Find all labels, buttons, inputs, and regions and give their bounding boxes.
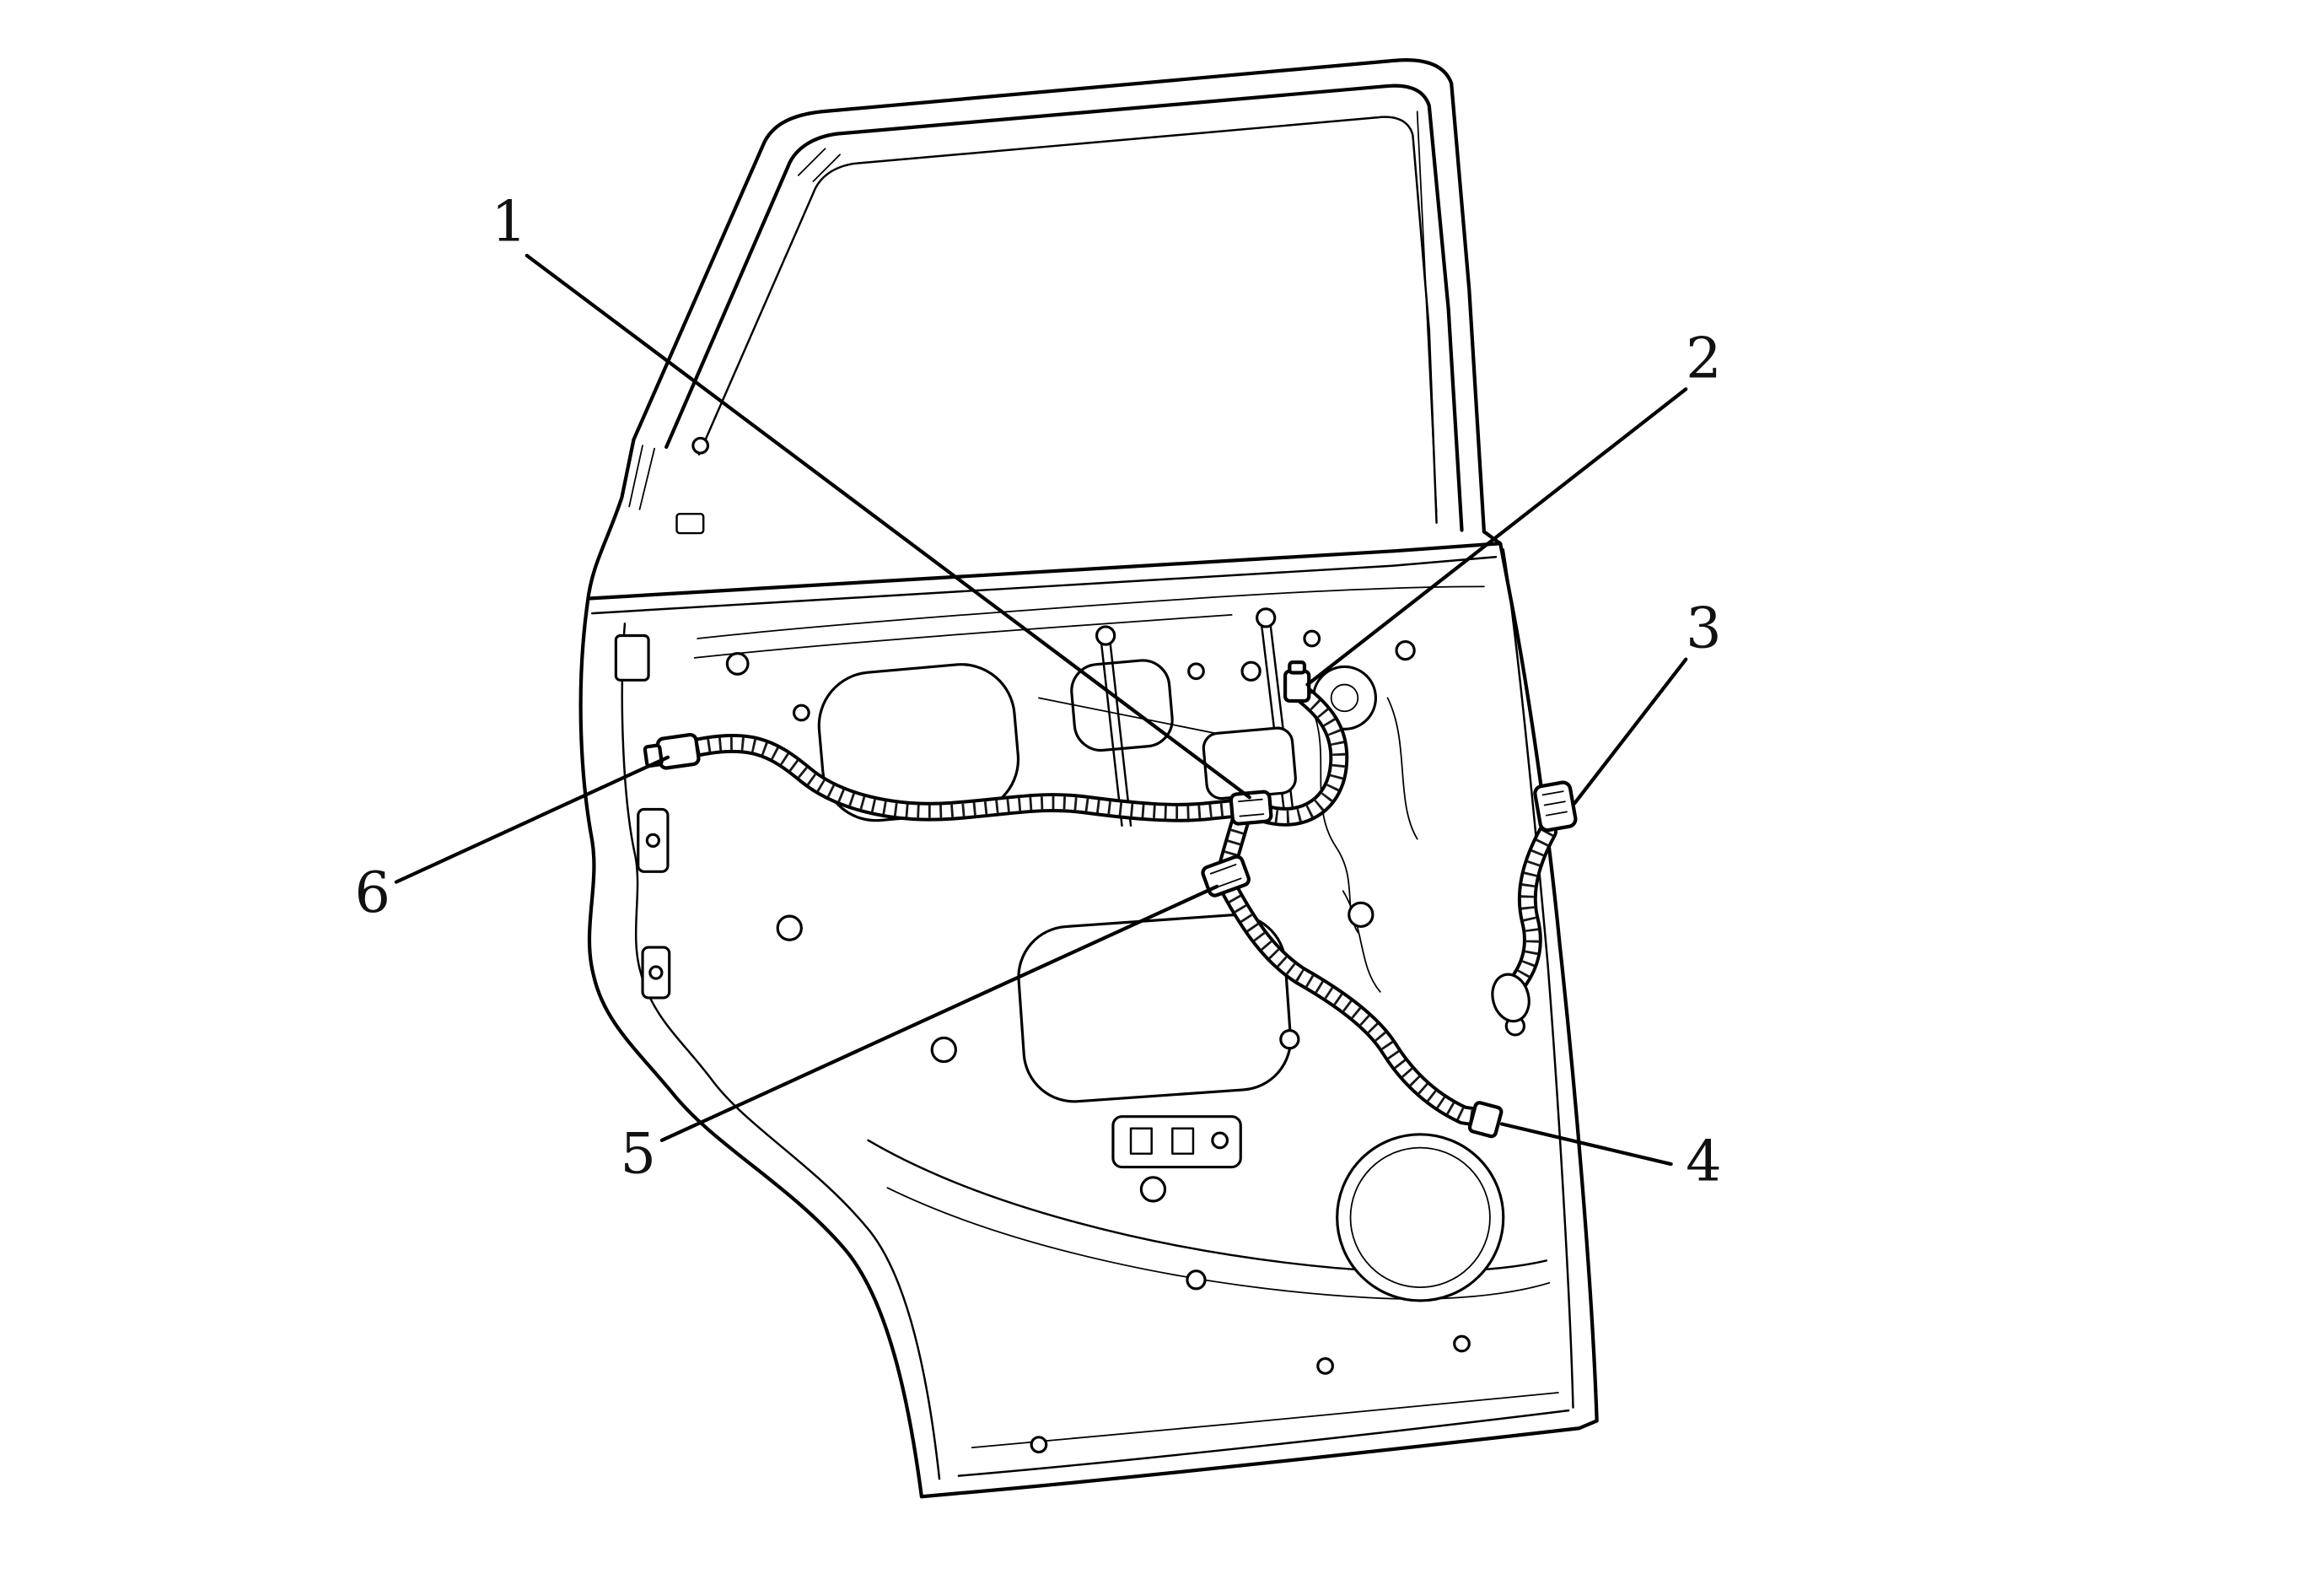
callout-5: 5 [620, 884, 1219, 1187]
frame-bolt-hole [691, 436, 710, 455]
regulator-plate [1202, 726, 1297, 800]
callout-label-3: 3 [1686, 596, 1722, 661]
callout-label-4: 4 [1686, 1128, 1722, 1194]
inner-panel-details [614, 585, 1551, 1454]
harness-lower-branch [1218, 878, 1494, 1128]
door-body [578, 438, 1599, 1499]
leader-line-4 [1499, 1122, 1673, 1167]
callout-label-2: 2 [1686, 325, 1722, 391]
callout-2: 2 [1305, 325, 1722, 687]
leader-line-6 [394, 755, 670, 884]
connector-1 [1229, 790, 1273, 826]
connector-3 [1533, 780, 1578, 833]
harness-upper-branch [1254, 682, 1349, 827]
connectors [643, 660, 1578, 1139]
callout-6: 6 [354, 755, 670, 925]
leader-line-1 [525, 253, 1251, 800]
speaker-hole [1336, 1133, 1505, 1302]
lower-access-hole [1017, 914, 1293, 1103]
leader-line-2 [1305, 387, 1688, 687]
callout-4: 4 [1499, 1122, 1722, 1194]
callout-3: 3 [1573, 596, 1722, 806]
connector-2 [1283, 660, 1311, 703]
harness-jamb [1491, 822, 1558, 1023]
leader-line-3 [1573, 657, 1688, 806]
callout-label-6: 6 [354, 860, 390, 925]
callout-label-1: 1 [491, 188, 527, 254]
leader-line-5 [659, 884, 1219, 1142]
callouts: 1 2 3 4 5 6 [354, 188, 1721, 1194]
callout-label-5: 5 [620, 1121, 656, 1187]
harness-main-run [675, 733, 1251, 822]
wiring-harness [675, 682, 1558, 1128]
callout-1: 1 [491, 188, 1251, 800]
upper-bracket [614, 633, 650, 682]
frame-bracket [675, 512, 705, 535]
connector-4 [1467, 1101, 1504, 1139]
window-frame [628, 58, 1487, 535]
jamb-grommet [1491, 973, 1531, 1023]
